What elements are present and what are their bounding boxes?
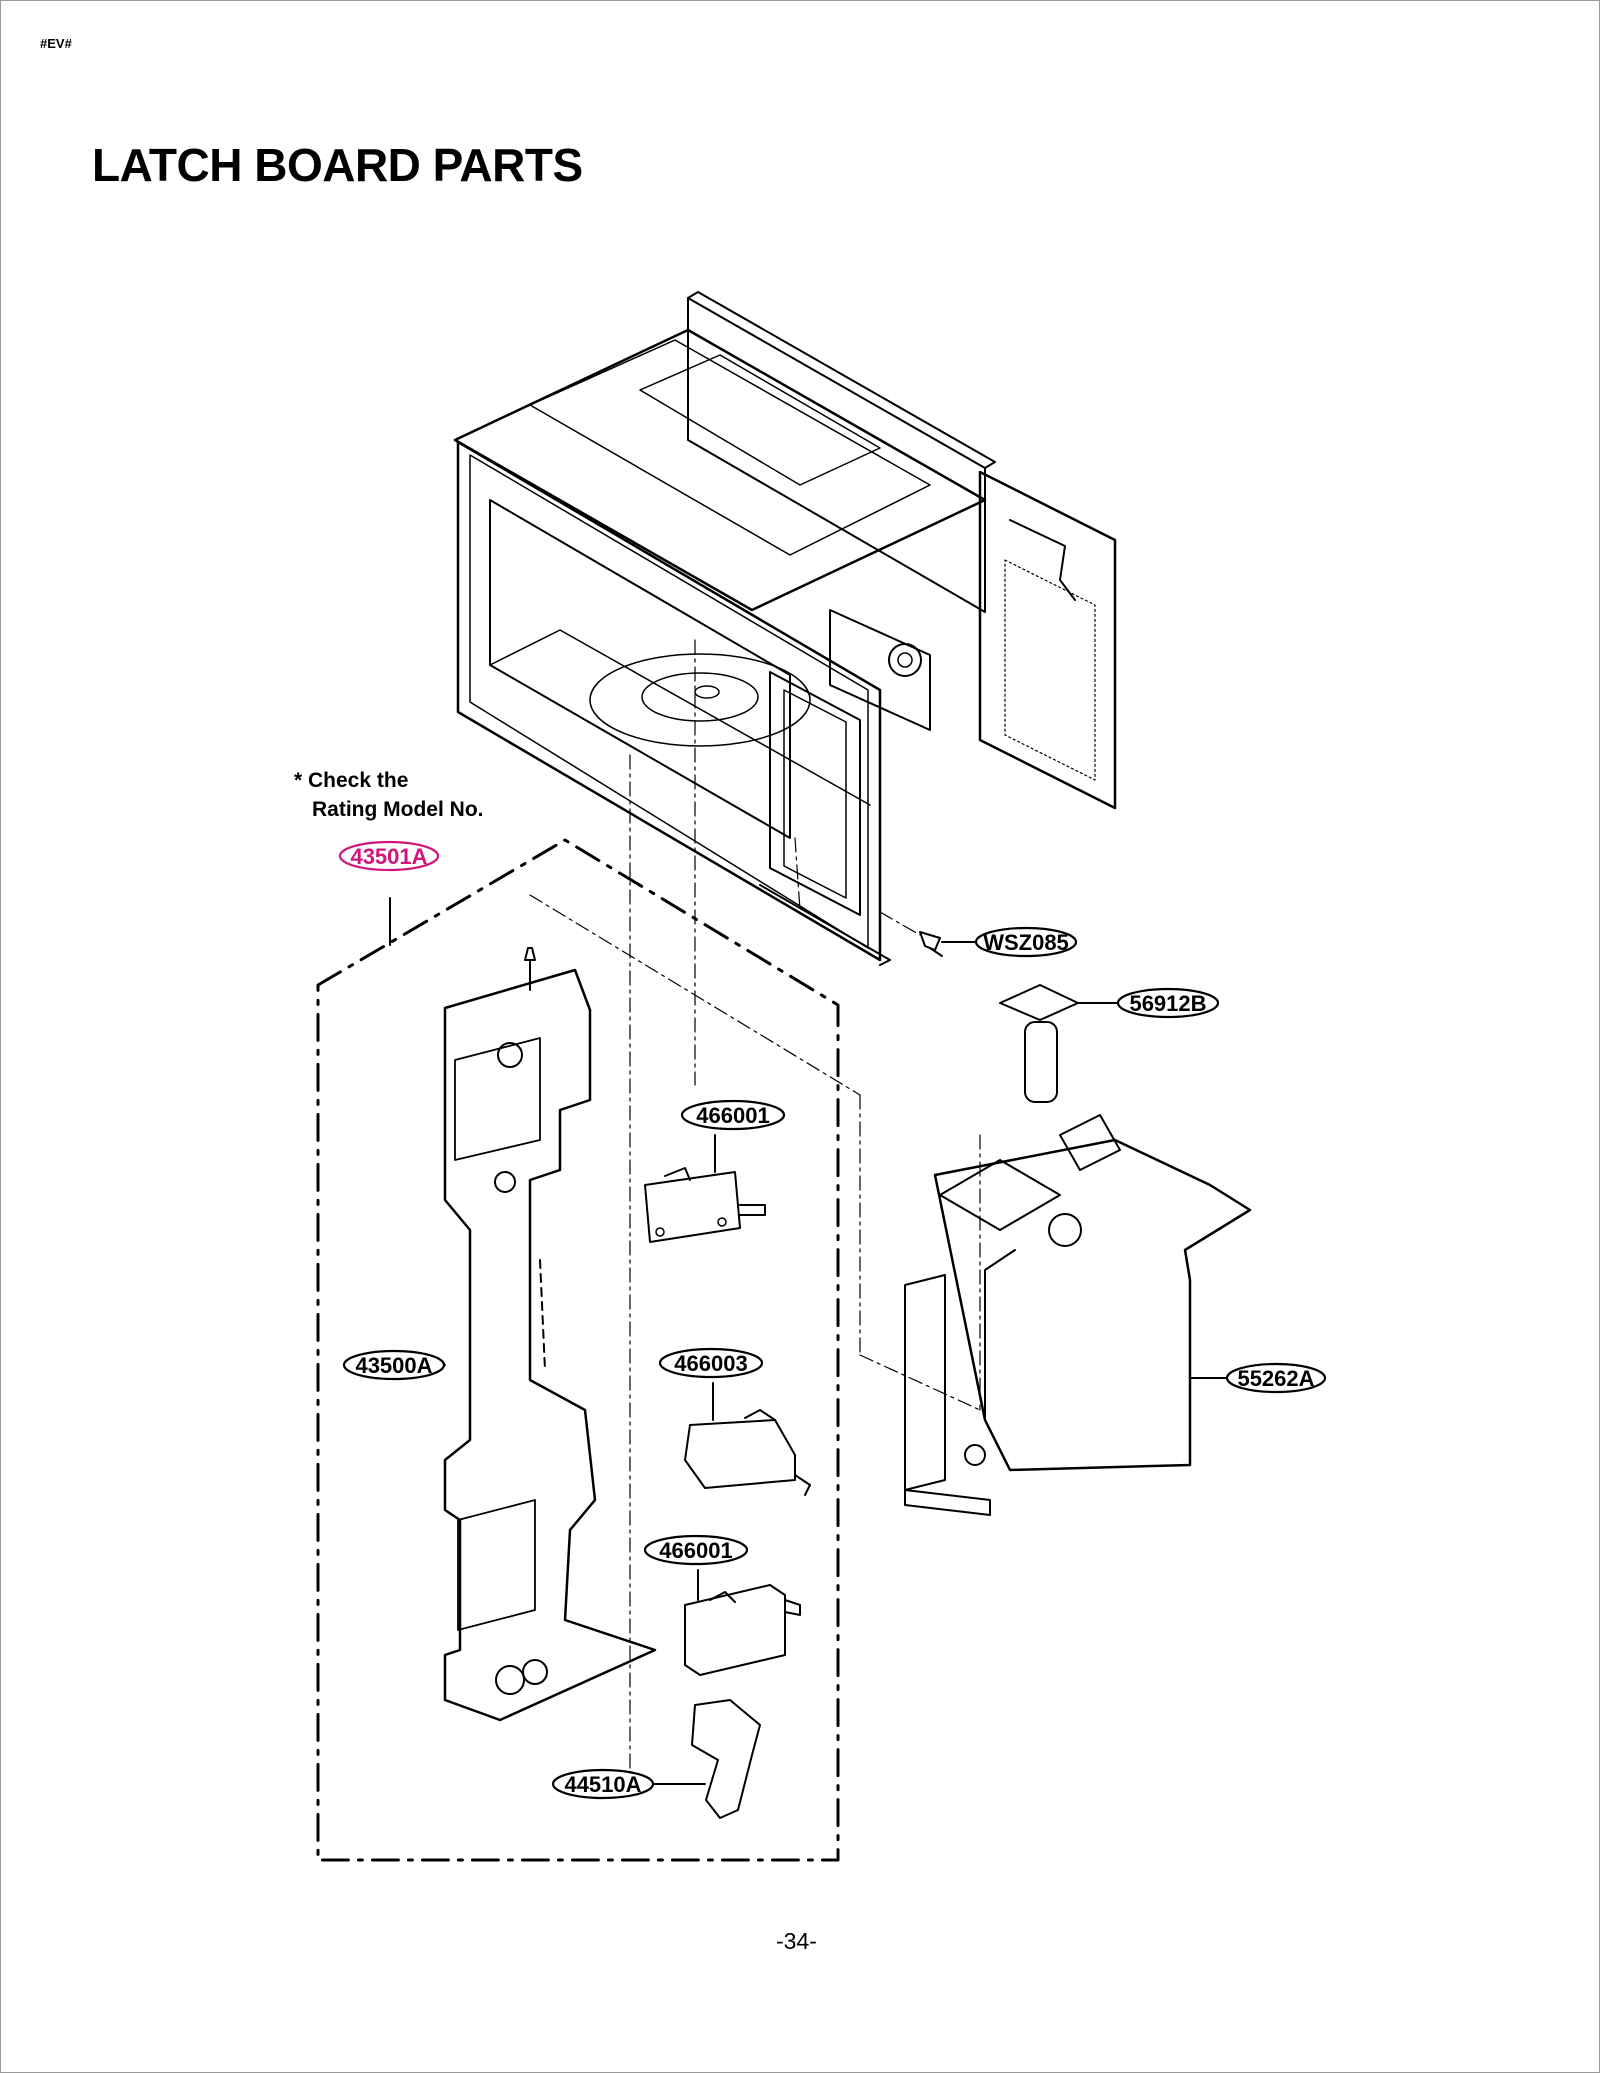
rating-note-line2: Rating Model No. [312,798,484,821]
document-code: #EV# [40,36,72,51]
callout-lever: 44510A [551,1768,655,1800]
switch-mid-part [684,1409,811,1496]
callout-bracket-label: 55262A [1237,1366,1314,1391]
rating-note: * Check the Rating Model No. [294,766,484,824]
lever-part [652,1699,761,1819]
page-number: -34- [776,1928,817,1954]
oven-cavity-frame [453,291,1117,966]
callout-assembly-label: 43501A [350,844,427,869]
rating-note-line1: * Check the [294,769,409,792]
callout-lamp-socket-label: 56912B [1129,991,1206,1016]
callout-switch-top-label: 466001 [696,1103,769,1128]
callout-leaders [697,1134,716,1601]
switch-bottom-part [684,1584,801,1676]
callout-switch-top: 466001 [680,1099,786,1131]
callout-bracket: 55262A [1225,1362,1327,1394]
alignment-lines [529,639,981,1791]
callout-switch-mid-label: 466003 [674,1351,747,1376]
page-title: LATCH BOARD PARTS [92,139,583,191]
callout-assembly: 43501A [338,840,440,872]
callout-lever-label: 44510A [564,1772,641,1797]
callout-switch-bottom-label: 466001 [659,1538,732,1563]
bracket-part [904,1114,1252,1516]
callout-lamp-socket: 56912B [1116,987,1220,1019]
switch-top-part [644,1167,766,1243]
screw-part [919,931,976,957]
callout-switch-mid: 466003 [658,1347,764,1379]
callout-switch-bottom: 466001 [643,1534,749,1566]
latch-board-part [411,947,657,1722]
lamp-socket-part [999,984,1119,1103]
assembly-boundary [316,838,840,1862]
callout-latch-board-label: 43500A [355,1353,432,1378]
callout-screw-label: WSZ085 [983,930,1069,955]
callout-latch-board: 43500A [342,1349,446,1381]
callout-screw: WSZ085 [974,926,1078,958]
